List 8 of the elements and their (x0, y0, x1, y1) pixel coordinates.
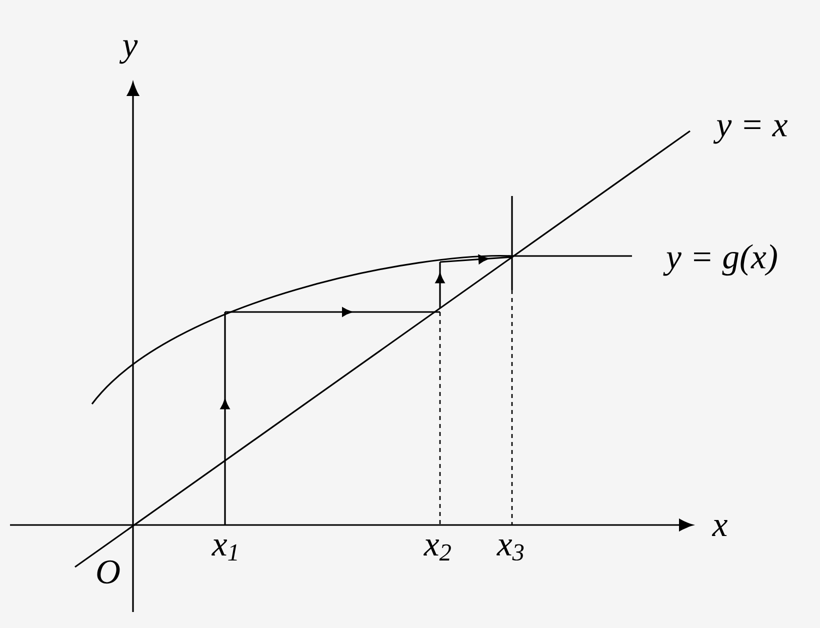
origin-label: O (97, 560, 120, 584)
curve-label: y = g(x) (663, 244, 777, 276)
axis-label: y (119, 40, 138, 64)
point-label: x$_{2}$ (424, 540, 451, 560)
point-label: x$_{1}$ (212, 540, 237, 560)
line-label: y = x (713, 120, 788, 144)
axis-label: x (712, 520, 728, 536)
point-label: x$_{3}$ (496, 539, 524, 561)
